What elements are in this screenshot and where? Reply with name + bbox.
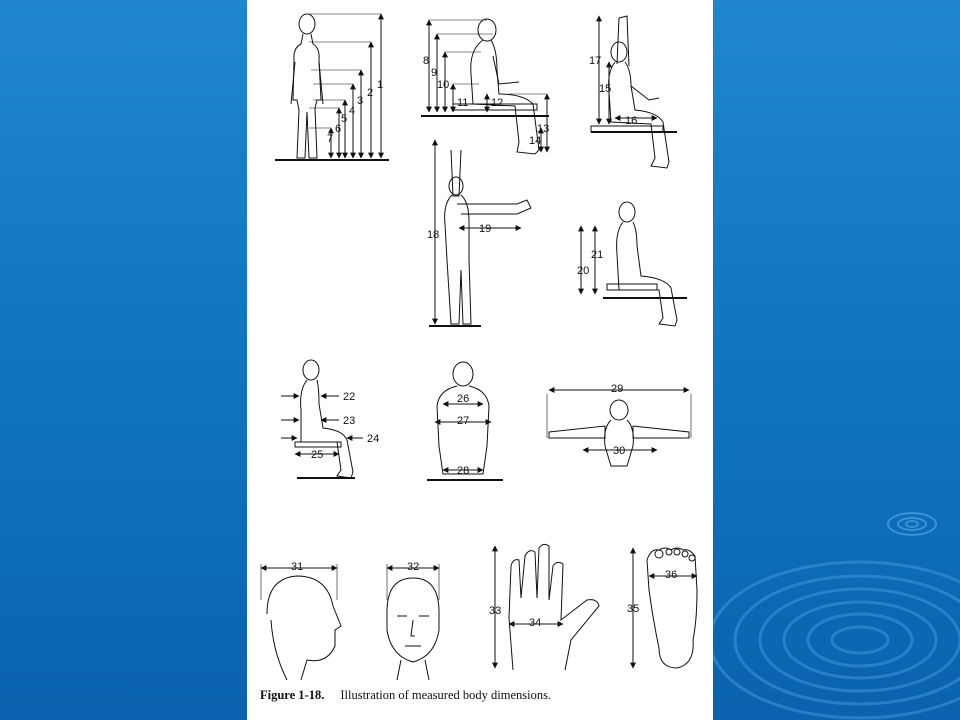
dimension-label-32: 32 <box>407 561 419 573</box>
dimension-label-34: 34 <box>529 617 541 629</box>
head-profile-figure <box>260 564 342 681</box>
dimension-label-11: 11 <box>457 97 468 109</box>
dimension-label-26: 26 <box>457 393 469 405</box>
dimension-label-2: 2 <box>367 87 373 99</box>
foot-dimension-arrows <box>630 547 698 669</box>
dimension-label-24: 24 <box>367 433 379 445</box>
dimension-label-29: 29 <box>611 383 623 395</box>
dimension-label-17: 17 <box>589 55 601 67</box>
figure-panel: 1 2 3 4 5 6 7 8 9 10 11 12 13 14 15 16 1… <box>247 0 713 720</box>
seated-elbow-dimension-arrows <box>578 225 598 295</box>
dimension-label-16: 16 <box>625 115 637 127</box>
dimension-label-33: 33 <box>489 605 501 617</box>
dimension-label-3: 3 <box>357 95 363 107</box>
figure-caption-text: Illustration of measured body dimensions… <box>340 688 552 702</box>
standing-dimension-arrows <box>328 13 384 159</box>
seated-back-figure <box>427 361 503 481</box>
standing-arm-forward-dimension-arrows <box>432 139 522 325</box>
seated-depth-dimension-arrows <box>281 393 363 457</box>
seated-depth-figure <box>294 359 355 479</box>
dimension-label-20: 20 <box>577 265 589 277</box>
dimension-label-36: 36 <box>665 569 677 581</box>
dimension-label-7: 7 <box>327 133 333 145</box>
dimension-number-labels: 1 2 3 4 5 6 7 8 9 10 11 12 13 14 15 16 1… <box>291 55 677 629</box>
dimension-label-12: 12 <box>491 97 503 109</box>
hand-dimension-arrows <box>492 545 564 669</box>
dimension-label-1: 1 <box>377 79 383 91</box>
dimension-label-27: 27 <box>457 415 469 427</box>
dimension-label-23: 23 <box>343 415 355 427</box>
dimension-label-6: 6 <box>335 123 341 135</box>
hand-figure <box>508 543 600 671</box>
figure-caption-label: Figure 1-18. <box>260 688 325 702</box>
standing-arm-forward-figure <box>429 149 532 327</box>
dimension-label-19: 19 <box>479 223 491 235</box>
dimension-label-9: 9 <box>431 67 437 79</box>
head-front-figure <box>386 564 440 681</box>
standing-figure <box>275 13 389 161</box>
dimension-label-13: 13 <box>537 123 549 135</box>
dimension-label-21: 21 <box>591 249 603 261</box>
dimension-label-28: 28 <box>457 465 469 477</box>
seated-side-dimension-arrows <box>426 19 550 153</box>
arm-span-dimension-arrows <box>548 387 690 453</box>
dimension-label-5: 5 <box>341 113 347 125</box>
dimension-label-30: 30 <box>613 445 625 457</box>
dimension-label-22: 22 <box>343 391 355 403</box>
seated-elbow-figure <box>603 201 687 327</box>
dimension-label-4: 4 <box>349 105 355 117</box>
body-dimensions-illustration: 1 2 3 4 5 6 7 8 9 10 11 12 13 14 15 16 1… <box>260 13 698 681</box>
dimension-label-31: 31 <box>291 561 303 573</box>
dimension-label-14: 14 <box>529 135 541 147</box>
dimension-label-25: 25 <box>311 449 323 461</box>
foot-figure <box>646 547 698 669</box>
seated-back-dimension-arrows <box>434 401 492 473</box>
figure-caption: Figure 1-18. Illustration of measured bod… <box>260 688 700 703</box>
dimension-label-18: 18 <box>427 229 439 241</box>
dimension-label-8: 8 <box>423 55 429 67</box>
dimension-label-10: 10 <box>437 79 449 91</box>
seated-arm-up-dimension-arrows <box>596 15 658 125</box>
dimension-label-15: 15 <box>599 83 611 95</box>
dimension-label-35: 35 <box>627 603 639 615</box>
arm-span-figure <box>546 394 692 467</box>
